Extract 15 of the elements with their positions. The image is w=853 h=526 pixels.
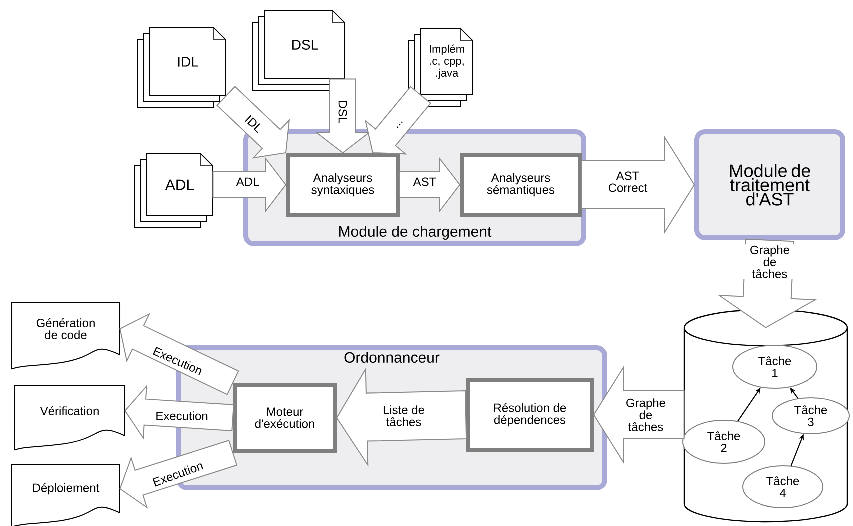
document-stack: Implém .c, cpp, .java	[408, 28, 474, 108]
process-box: Résolution de dépendences	[466, 378, 594, 452]
edge-label: AST Correct	[599, 170, 657, 194]
process-box: Analyseurs sémantiques	[460, 153, 582, 217]
document-stack: ADL	[134, 154, 214, 228]
document-stack: IDL	[138, 28, 226, 108]
edge-label: Liste de tâches	[375, 404, 433, 428]
process-box: Moteur d'exécution	[233, 383, 337, 453]
edge-label: AST	[409, 176, 441, 188]
module-panel: Module de traitement d'AST	[694, 130, 846, 240]
edge-label: Graphe de tâches	[619, 398, 673, 432]
edge-label: Graphe de tâches	[743, 244, 797, 280]
node-label: Tâche 3	[794, 406, 828, 426]
process-box: Analyseurs syntaxiques	[286, 153, 400, 217]
document-stack: DSL	[252, 10, 346, 92]
